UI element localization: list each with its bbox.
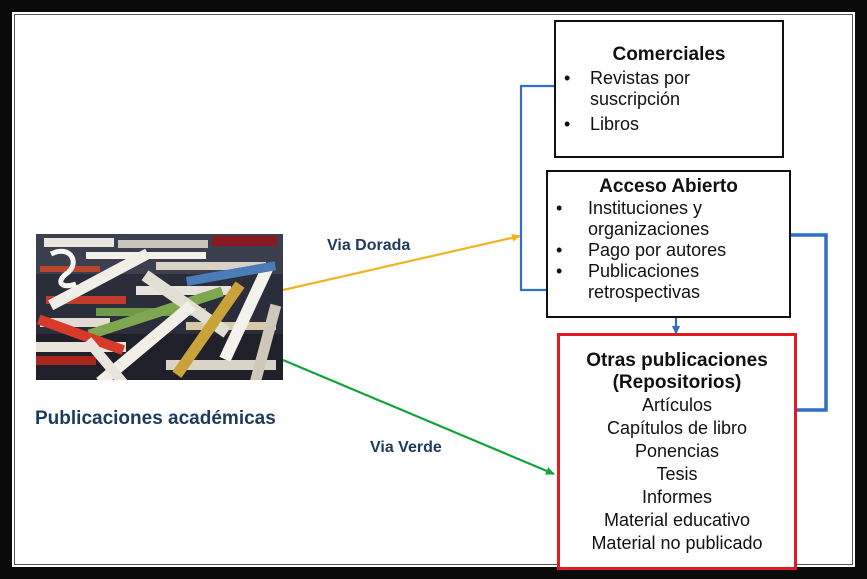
open-access-title: Acceso Abierto [599,176,738,197]
diagram-inner-border [14,14,853,565]
list-item: • Publicaciones retrospectivas [556,261,789,303]
list-item: Informes [641,487,713,507]
list-item: • Libros [564,114,782,135]
open-access-box: Acceso Abierto • Instituciones y organiza… [546,170,791,318]
via-verde-arrow [282,358,555,476]
commercial-box: Comerciales • Revistas por suscripción • L… [554,20,784,158]
commercial-item: Libros [590,114,640,134]
bullet-icon: • [556,240,563,260]
repositories-box: Otras publicaciones (Repositorios) Artíc… [557,333,797,570]
list-item: Capítulos de libro [606,418,748,438]
via-verde-label: Via Verde [370,439,442,456]
open-access-item: Instituciones y organizaciones [588,198,710,239]
bullet-icon: • [564,114,571,134]
books-stack-image [36,234,283,380]
open-to-repo-loop-arrow [783,233,828,416]
commercial-open-bracket [519,84,554,292]
open-access-item: Publicaciones retrospectivas [588,261,701,302]
bullet-icon: • [556,261,563,281]
commercial-title: Comerciales [612,44,726,65]
commercial-item: Revistas por suscripción [590,68,691,109]
list-item: Material no publicado [591,533,763,553]
list-item: Material educativo [603,510,751,530]
bullet-icon: • [564,68,571,88]
repositories-list: Artículos Capítulos de libro Ponencias T… [560,394,794,555]
list-item: Tesis [656,464,698,484]
via-dorada-label: Via Dorada [327,237,411,254]
list-item: • Revistas por suscripción [564,68,782,110]
list-item: Ponencias [634,441,720,461]
list-item: • Pago por autores [556,240,789,261]
commercial-list: • Revistas por suscripción • Libros [556,68,782,135]
list-item: • Instituciones y organizaciones [556,198,789,240]
open-access-list: • Instituciones y organizaciones • Pago po… [548,198,789,303]
list-item: Artículos [641,395,713,415]
open-access-item: Pago por autores [588,240,727,260]
repositories-title: Otras publicaciones (Repositorios) [586,350,768,393]
bullet-icon: • [556,198,563,218]
via-dorada-arrow [282,233,521,292]
source-label: Publicaciones académicas [35,408,276,429]
